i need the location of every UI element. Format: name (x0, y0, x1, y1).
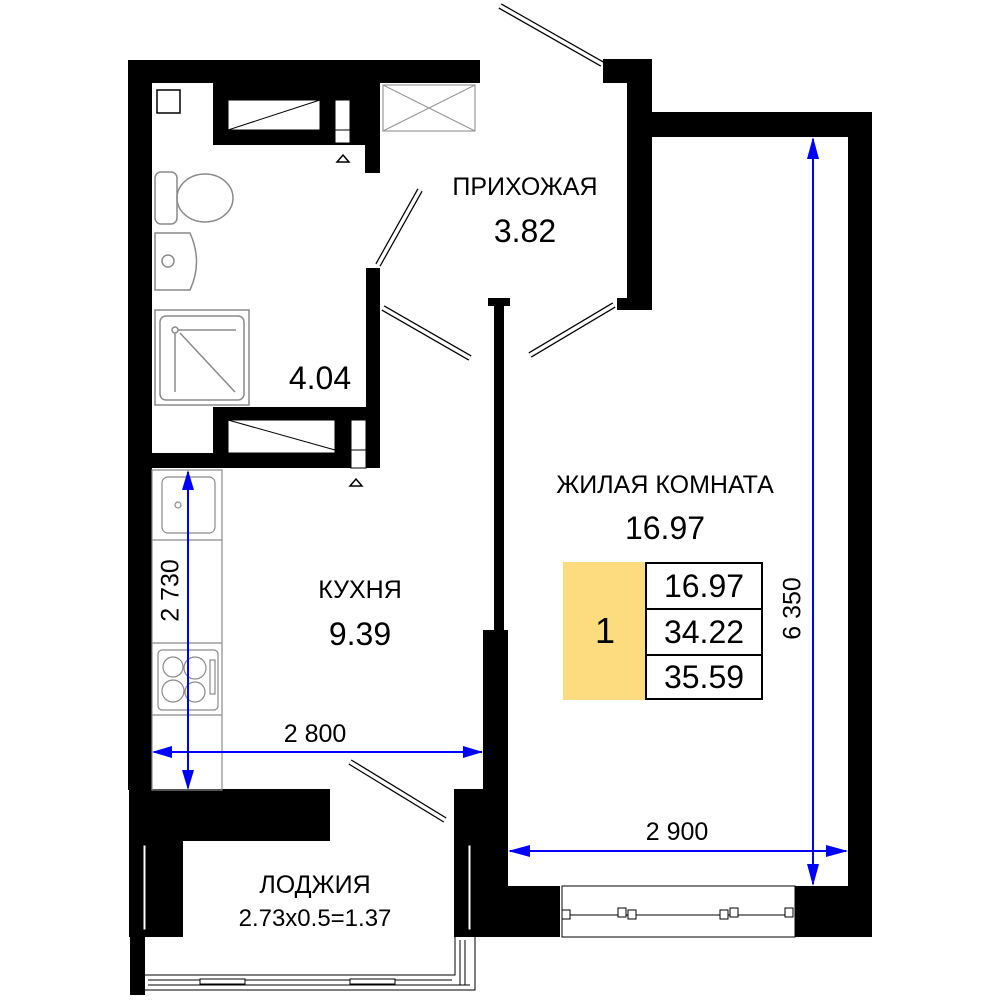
living-room-area: 16.97 (624, 510, 706, 546)
dimension-lines (152, 137, 848, 886)
living-height-label: 6 350 (778, 577, 807, 640)
sink-icon (154, 232, 198, 291)
living-area-cell: 16.97 (645, 562, 763, 610)
shower-tray-icon (154, 309, 250, 406)
living-room-door (528, 302, 616, 358)
loggia-area: 2.73x0.5=1.37 (238, 905, 392, 932)
kitchen-door (381, 305, 472, 361)
loggia-name: ЛОДЖИЯ (259, 871, 371, 899)
doors (348, 3, 616, 823)
wall-inserts (142, 99, 472, 931)
kitchen-width-dimension (152, 746, 483, 758)
entrance-door (498, 3, 604, 67)
kitchen-height-label: 2 730 (156, 559, 185, 622)
kitchen-area: 9.39 (328, 616, 392, 652)
floor-drain-icon (156, 89, 181, 114)
bathroom-fixtures (154, 89, 364, 487)
ventilation-shaft (382, 84, 476, 132)
living-height-dimension (807, 137, 819, 886)
kitchen-name: КУХНЯ (318, 576, 402, 604)
loggia-glazing (145, 937, 476, 991)
living-room-name: ЖИЛАЯ КОМНАТА (556, 471, 774, 499)
living-width-dimension (508, 845, 848, 857)
vent-marker-icon (348, 477, 364, 487)
kitchen-fixtures (151, 469, 223, 791)
kitchen-width-label: 2 800 (283, 720, 347, 748)
living-window (561, 885, 796, 938)
hallway-name: ПРИХОЖАЯ (452, 173, 598, 201)
toilet-icon (154, 171, 234, 225)
living-width-label: 2 900 (645, 818, 709, 846)
total-area-cell: 34.22 (645, 608, 763, 656)
loggia-door (348, 759, 447, 823)
total-with-loggia-cell: 35.59 (645, 654, 763, 700)
bathroom-area: 4.04 (288, 360, 352, 396)
hallway-area: 3.82 (493, 213, 557, 249)
bathroom-door (375, 188, 423, 267)
kitchen-height-dimension (182, 470, 194, 790)
rooms-count-badge: 1 (563, 562, 647, 700)
vent-marker-icon (335, 153, 351, 163)
